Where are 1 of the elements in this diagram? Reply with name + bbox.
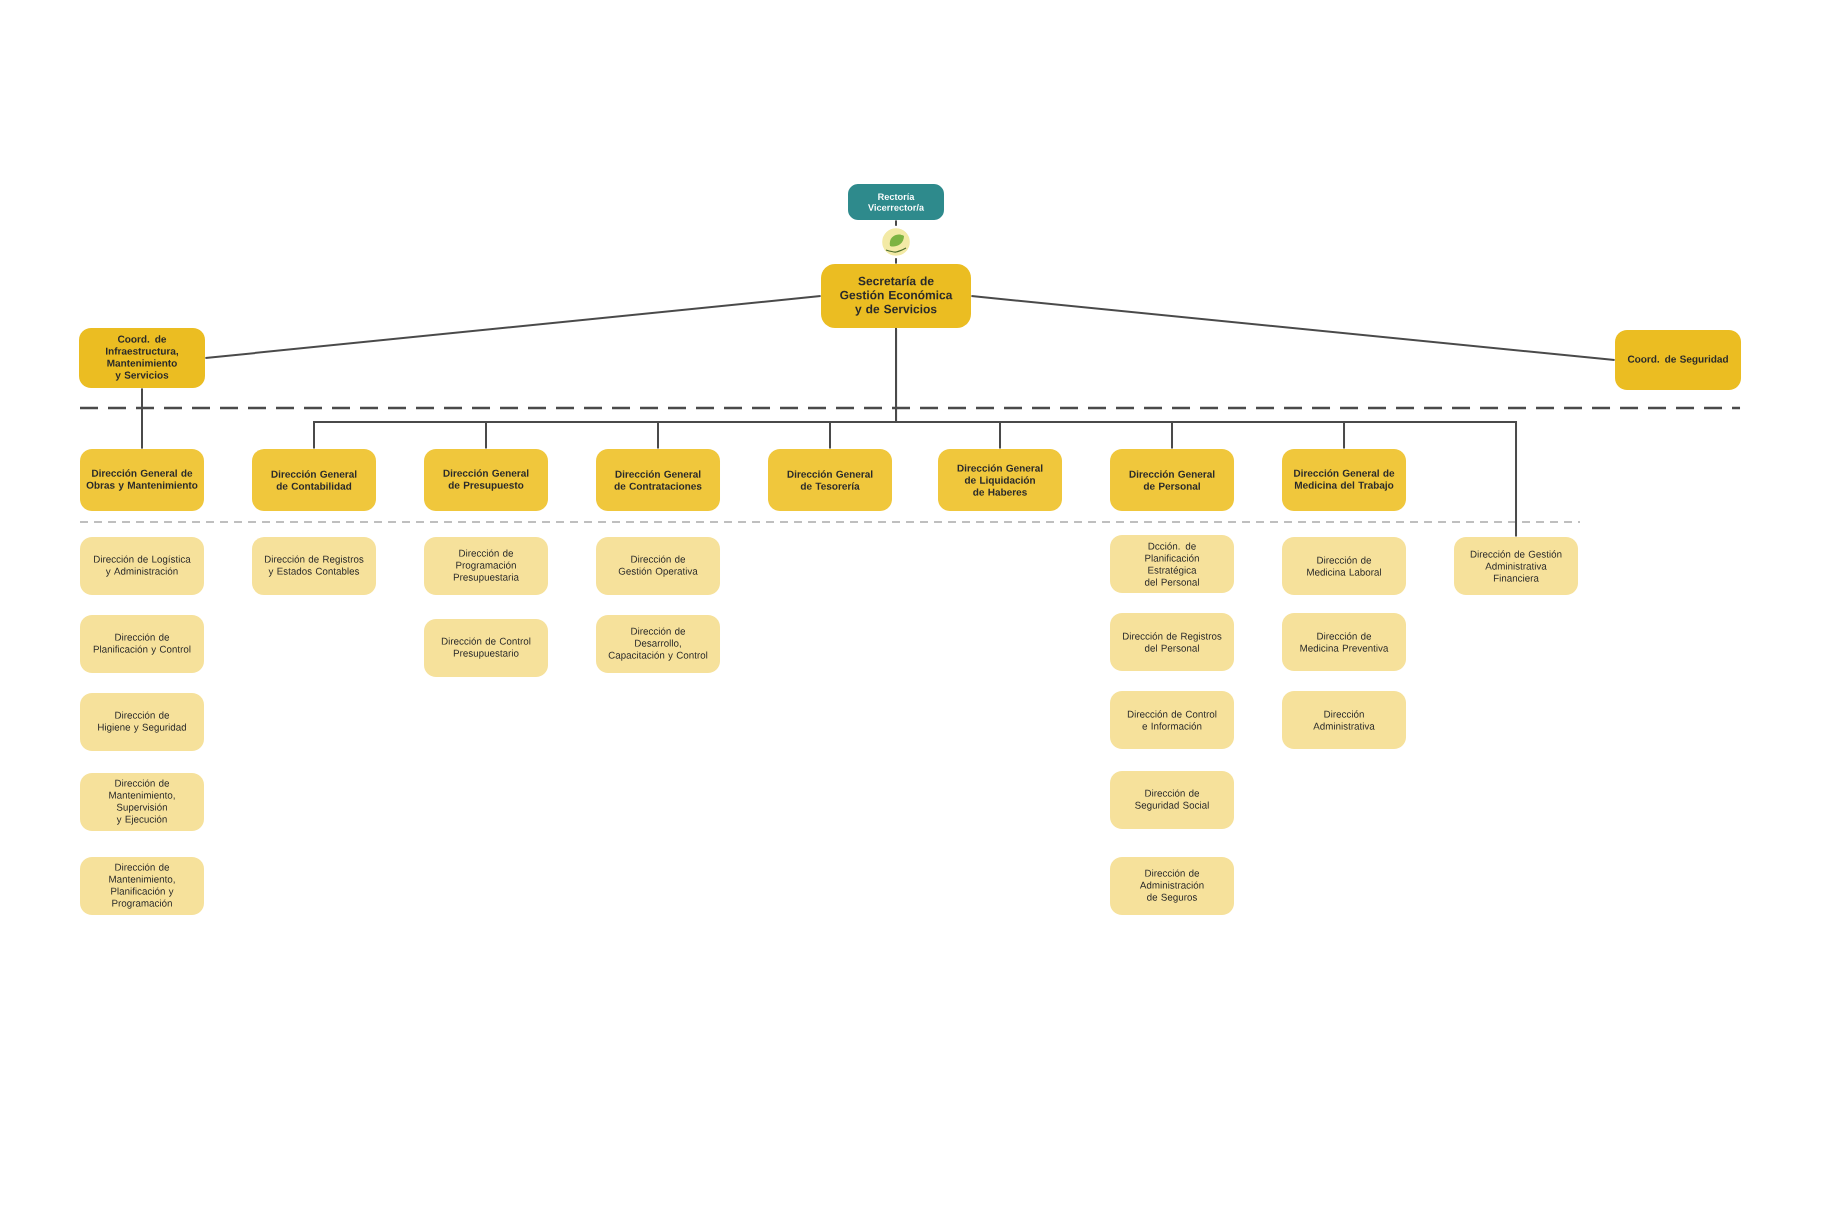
leaf-icon (879, 225, 913, 259)
